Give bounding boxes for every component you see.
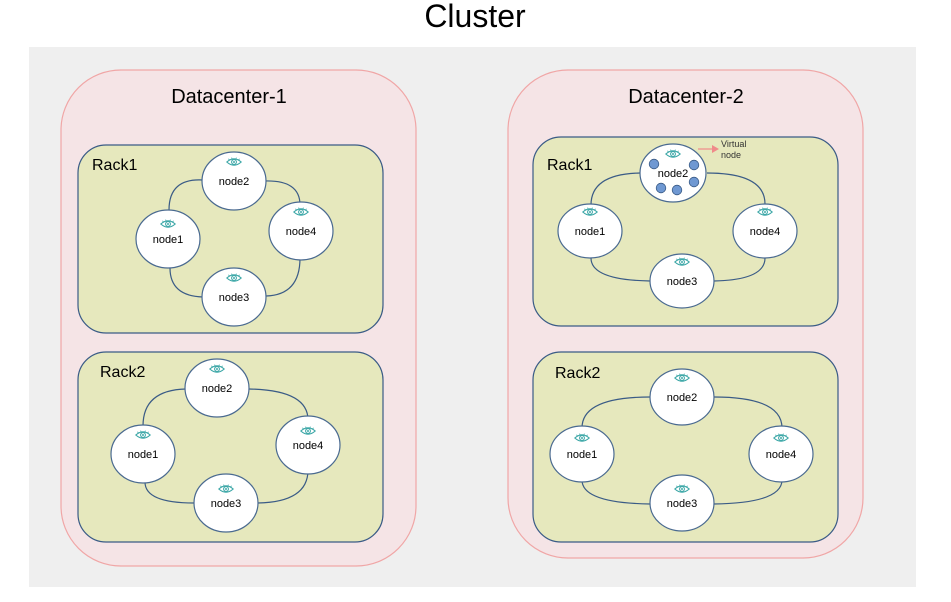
node-node4: node4 — [275, 415, 341, 475]
virtual-node-annotation: Virtual node — [698, 139, 746, 160]
ring-link — [713, 396, 783, 429]
datacenter-2-title: Datacenter-2 — [628, 86, 744, 108]
virtual-node-label-line2: node — [721, 150, 741, 160]
node-label: node2 — [667, 392, 698, 404]
node-label: node4 — [293, 440, 324, 452]
node-node2: node2 — [201, 151, 267, 211]
virtual-node-dot-icon — [671, 184, 683, 196]
dc2-rack2-label: Rack2 — [555, 365, 600, 382]
node-label: node1 — [153, 234, 184, 246]
dc1-rack2: Rack2 node1 node2 node4 — [77, 351, 384, 543]
ring-link — [142, 388, 187, 427]
ring-link — [713, 479, 783, 505]
dc2-rack1-box — [532, 136, 839, 327]
node-node1: node1 — [135, 209, 201, 269]
node-label: node4 — [750, 226, 781, 238]
dc2-rack1: Rack1 node1 node2 — [532, 136, 839, 327]
node-label: node4 — [766, 449, 797, 461]
node-node3: node3 — [649, 474, 715, 532]
node-label: node1 — [128, 449, 159, 461]
cluster-title: Cluster — [424, 0, 526, 34]
node-node4: node4 — [732, 203, 798, 259]
node-node2: node2 — [184, 358, 250, 418]
node-node4: node4 — [268, 201, 334, 261]
node-label: node2 — [219, 176, 250, 188]
node-node3: node3 — [649, 253, 715, 309]
ring-link — [590, 172, 641, 206]
virtual-node-dot-icon — [688, 176, 700, 188]
dc2-rack1-label: Rack1 — [547, 157, 592, 174]
dc2-rack2: Rack2 node1 node2 node4 — [532, 351, 839, 543]
node-node4: node4 — [748, 425, 814, 483]
virtual-node-dot-icon — [648, 158, 660, 170]
ring-link — [264, 180, 301, 206]
node-label: node2 — [202, 383, 233, 395]
ring-link — [590, 257, 651, 282]
ring-link — [169, 267, 204, 298]
dc1-rack1: Rack1 node1 node2 node4 — [77, 144, 384, 334]
node-node1: node1 — [110, 424, 176, 484]
ring-link — [168, 179, 204, 211]
datacenter-2: Datacenter-2 Rack1 node1 node2 — [507, 69, 864, 559]
node-label: node3 — [211, 498, 242, 510]
ring-link — [581, 396, 651, 429]
virtual-node-dot-icon — [688, 159, 700, 171]
node-node1: node1 — [557, 203, 623, 259]
arrow-head-icon — [712, 145, 719, 153]
dc1-rack1-label: Rack1 — [92, 157, 137, 174]
ring-link — [581, 479, 651, 505]
ring-link — [248, 388, 309, 421]
node-node2-with-virtual-nodes: node2 — [639, 143, 707, 203]
node-label: node1 — [575, 226, 606, 238]
node-label: node1 — [567, 449, 598, 461]
datacenter-1-title: Datacenter-1 — [171, 86, 287, 108]
node-label: node2 — [658, 168, 689, 180]
ring-link — [144, 481, 195, 504]
dc1-rack2-label: Rack2 — [100, 364, 145, 381]
ring-link — [713, 257, 766, 282]
virtual-node-label-line1: Virtual — [721, 139, 746, 149]
node-label: node4 — [286, 226, 317, 238]
datacenter-1: Datacenter-1 Rack1 node1 node2 — [60, 69, 417, 567]
ring-link — [257, 469, 309, 504]
node-node2: node2 — [649, 368, 715, 426]
dc1-rack1-box — [77, 144, 384, 334]
ring-link — [265, 257, 301, 297]
virtual-node-dot-icon — [655, 182, 667, 194]
dc2-rack2-box — [532, 351, 839, 543]
ring-link — [706, 172, 766, 205]
node-label: node3 — [667, 498, 698, 510]
dc1-rack2-box — [77, 351, 384, 543]
node-label: node3 — [219, 292, 250, 304]
node-node1: node1 — [549, 425, 615, 483]
node-label: node3 — [667, 276, 698, 288]
node-node3: node3 — [201, 267, 267, 327]
node-node3: node3 — [193, 473, 259, 533]
